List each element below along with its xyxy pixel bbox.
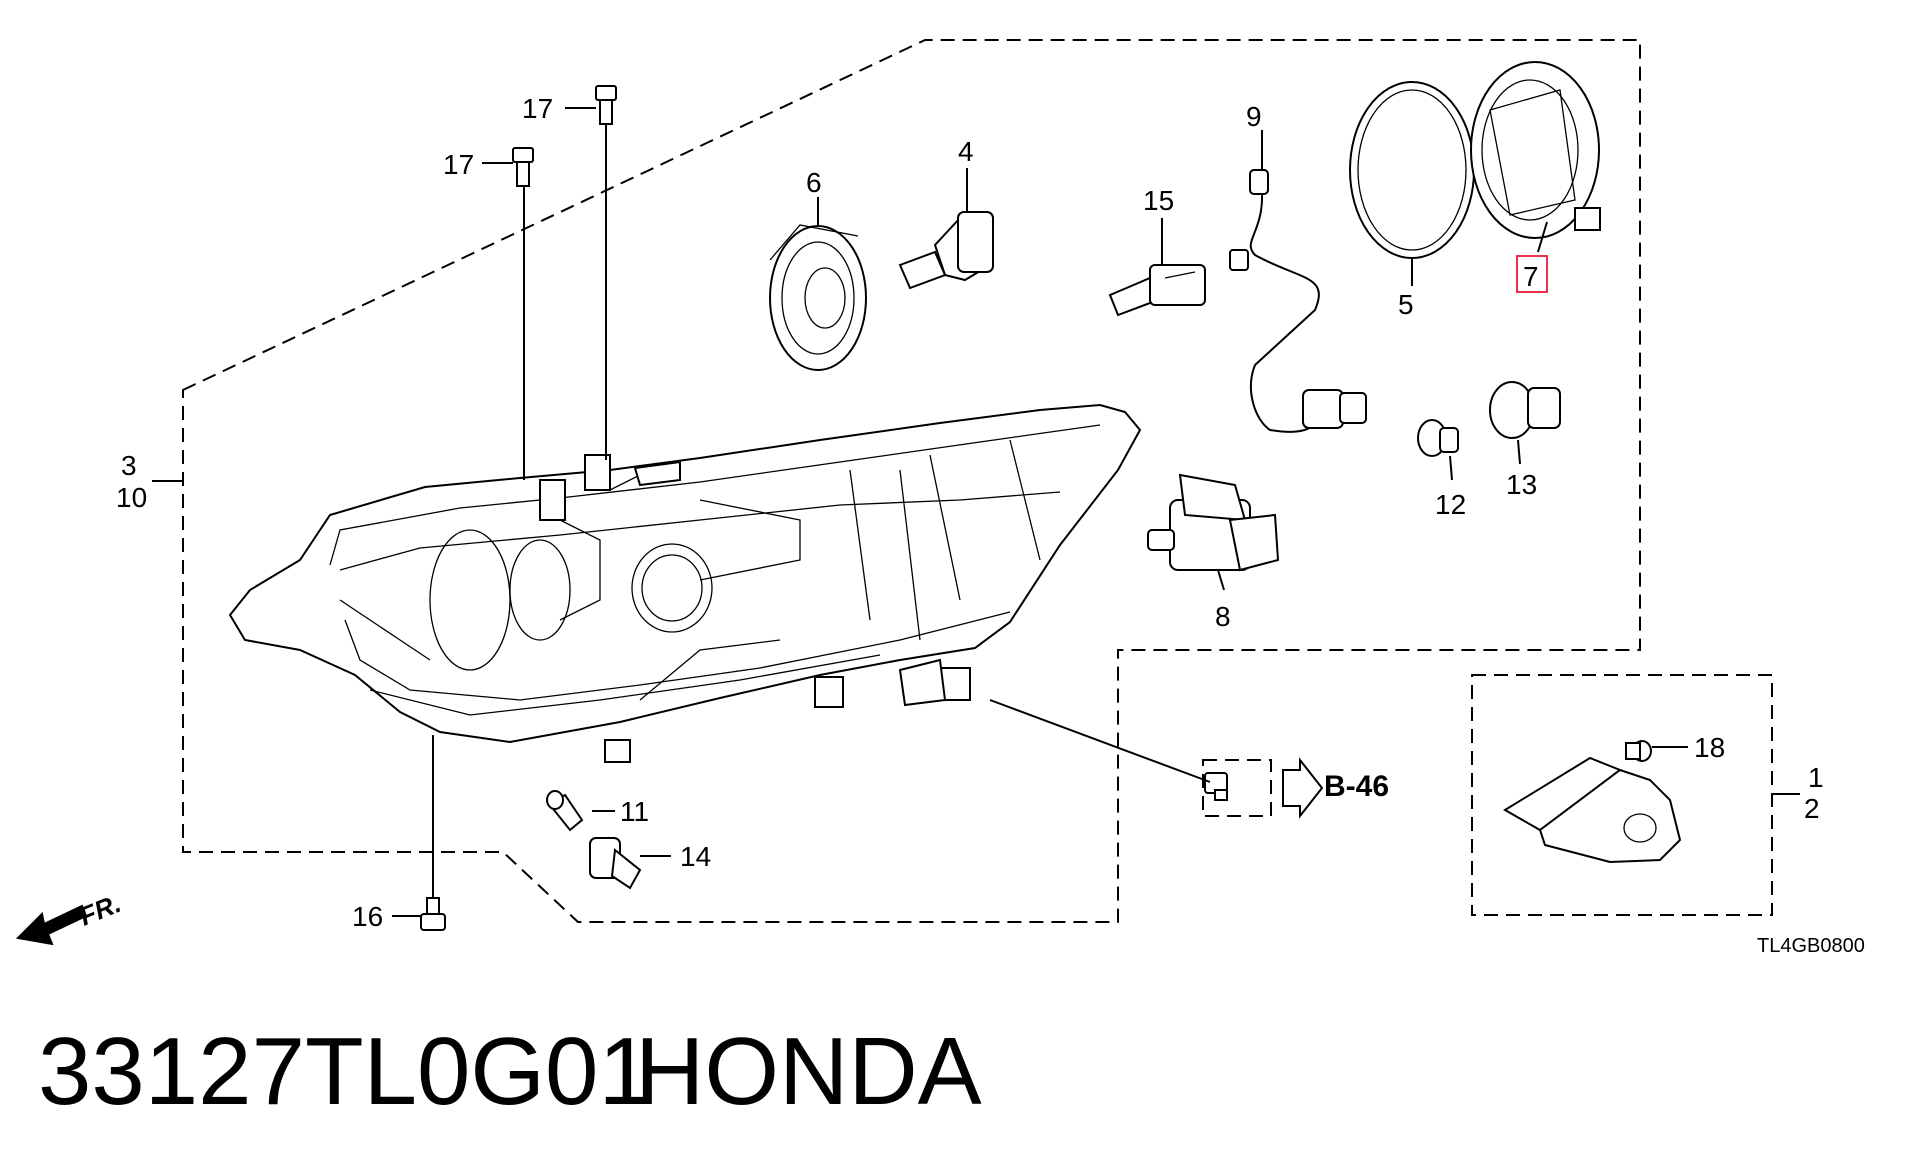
callout-2: 2	[1804, 793, 1820, 824]
callout-18: 18	[1694, 732, 1725, 763]
callout-3: 3	[121, 450, 137, 481]
callout-14: 14	[680, 841, 711, 872]
leader-lines	[152, 107, 1800, 917]
part-12-bulb	[1417, 419, 1459, 457]
bracket-inset-box	[1471, 674, 1773, 916]
callout-15: 15	[1143, 185, 1174, 216]
bolt-17-upper	[595, 85, 617, 125]
reference-label: B-46	[1324, 770, 1389, 803]
part-11-bulb	[546, 790, 584, 832]
part-15-bulb	[1108, 264, 1206, 317]
bolt-16	[420, 897, 446, 931]
callout-9: 9	[1246, 101, 1262, 132]
callout-10: 10	[116, 482, 147, 513]
callout-5: 5	[1398, 289, 1414, 320]
reference-box	[1202, 759, 1272, 817]
bracket-1-2	[1503, 756, 1682, 864]
screw-18	[1625, 740, 1652, 762]
callout-11: 11	[620, 796, 649, 827]
part-6-cover	[769, 224, 867, 371]
bolt-17-lower	[512, 147, 534, 187]
callout-4: 4	[958, 136, 974, 167]
part-14-socket	[589, 837, 642, 890]
part-4-bulb	[898, 211, 994, 290]
callout-6: 6	[806, 167, 822, 198]
diagram-code: TL4GB0800	[1757, 935, 1865, 957]
part-9-harness	[1229, 169, 1367, 433]
reference-arrow	[1282, 757, 1324, 819]
part-number: 33127TL0G01	[38, 1018, 652, 1125]
callout-16: 16	[352, 901, 383, 932]
brand-name: HONDA	[635, 1018, 982, 1125]
front-label: FR.	[75, 888, 125, 932]
part-7-cap	[1470, 61, 1601, 239]
callout-1: 1	[1808, 762, 1824, 793]
bolt-b46	[1204, 772, 1228, 801]
part-5-ring	[1349, 81, 1475, 259]
assembly-boundary	[182, 39, 1641, 923]
headlight-housing	[228, 403, 1142, 763]
callout-17-upper: 17	[522, 93, 553, 124]
part-13-socket	[1489, 381, 1561, 439]
callout-7-highlight	[1516, 255, 1548, 293]
callout-7: 7	[1523, 261, 1539, 292]
callout-8: 8	[1215, 601, 1231, 632]
part-8-motor	[1147, 473, 1280, 572]
front-direction-arrow: FR.	[15, 888, 125, 946]
callout-13: 13	[1506, 469, 1537, 500]
callout-17-lower: 17	[443, 149, 474, 180]
callout-12: 12	[1435, 489, 1466, 520]
